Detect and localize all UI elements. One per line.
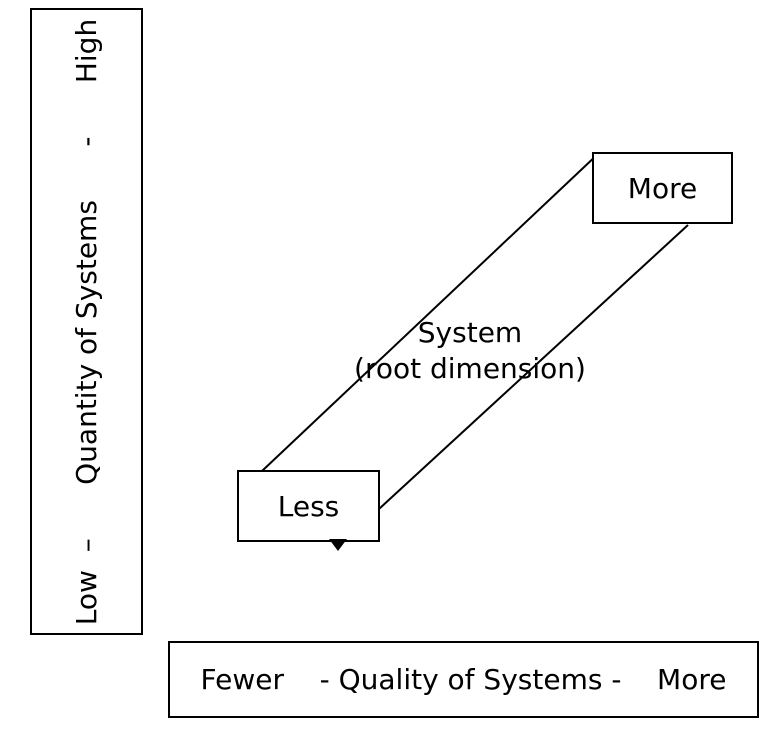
node-less: Less [237,470,380,542]
node-more-label: More [627,171,698,205]
x-axis-label: Fewer - Quality of Systems - More [200,663,727,696]
lower-diagonal-line [378,224,689,510]
center-label: System (root dimension) [320,315,620,388]
center-label-line2: (root dimension) [354,352,586,386]
upper-diagonal-line [261,152,600,472]
y-axis-box: Low – Quantity of Systems - High [30,8,143,635]
x-axis-box: Fewer - Quality of Systems - More [168,641,759,718]
center-label-line1: System [417,316,523,349]
node-less-label: Less [277,489,340,523]
node-more: More [592,152,733,224]
y-axis-label: Low – Quantity of Systems - High [69,18,103,625]
